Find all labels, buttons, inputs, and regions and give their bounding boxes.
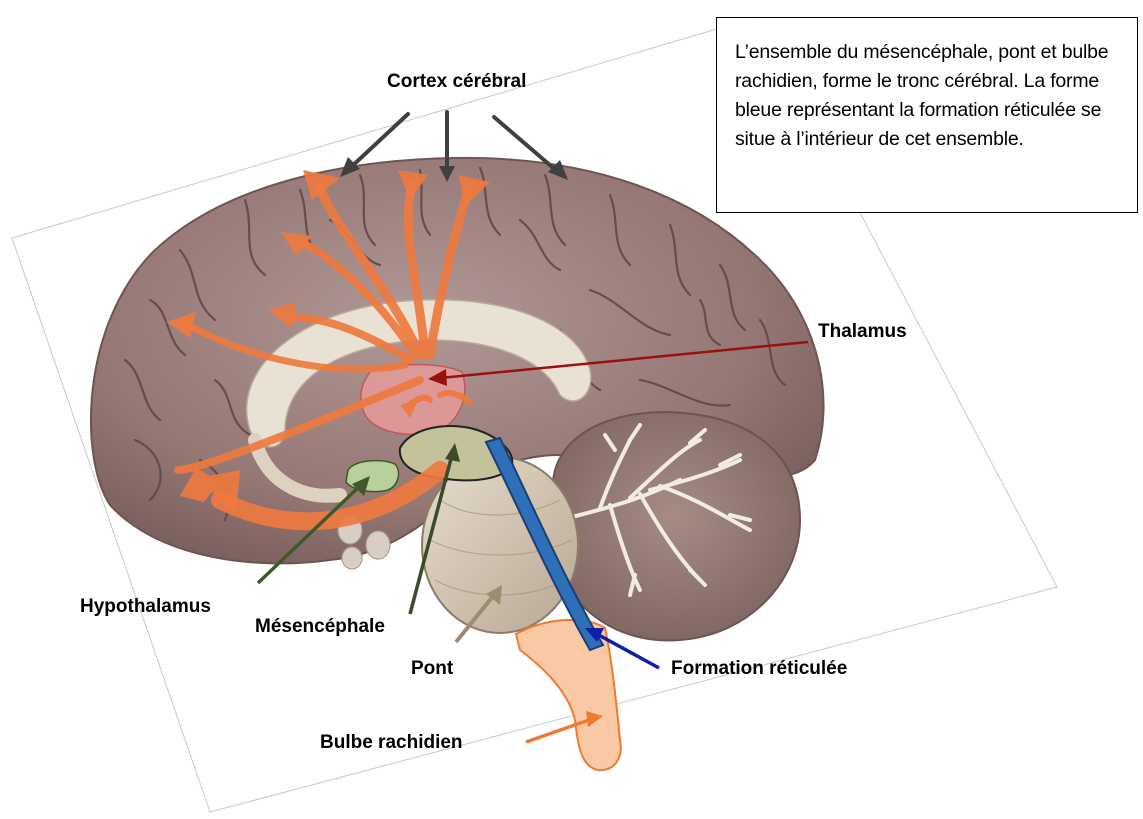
label-mesencephale: Mésencéphale <box>255 617 385 636</box>
explanation-textbox: L’ensemble du mésencéphale, pont et bulb… <box>716 17 1138 213</box>
label-bulbe-rachidien: Bulbe rachidien <box>320 733 463 752</box>
label-thalamus: Thalamus <box>818 322 907 341</box>
explanation-text: L’ensemble du mésencéphale, pont et bulb… <box>735 41 1108 150</box>
label-hypothalamus: Hypothalamus <box>80 597 211 616</box>
label-cortex-cerebral: Cortex cérébral <box>387 72 526 91</box>
label-formation-reticulee: Formation réticulée <box>671 659 847 678</box>
label-pont: Pont <box>411 659 453 678</box>
hypothalamus-shape <box>346 461 399 492</box>
